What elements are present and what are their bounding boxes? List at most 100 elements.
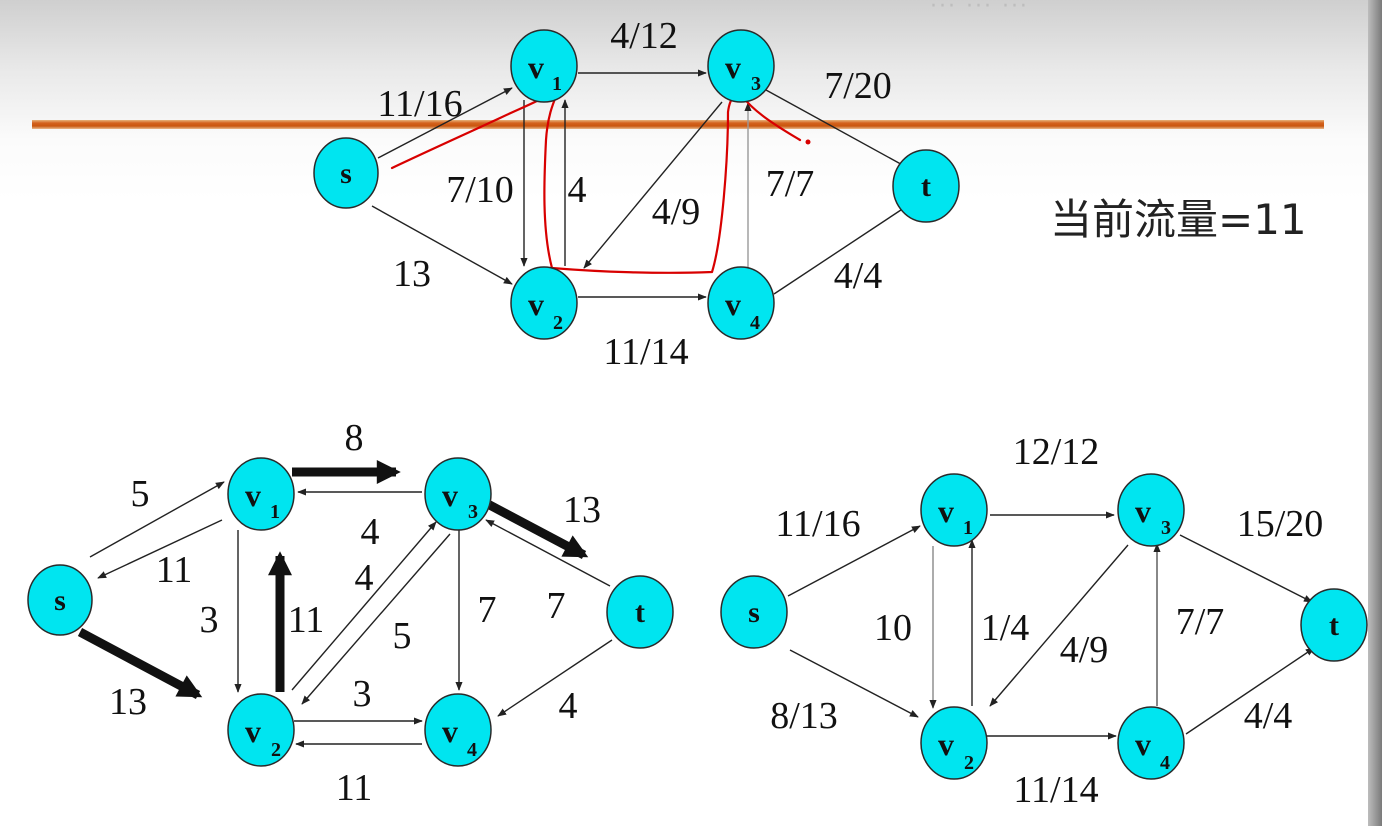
residual-node-v4: v 4 (424, 693, 492, 767)
top-edge-v3-t (765, 89, 909, 169)
top-label-v3-v2: 4/9 (652, 191, 701, 233)
result-label-v1-v2: 10 (874, 607, 912, 649)
residual-edge-v3-v2 (301, 533, 451, 705)
svg-text:4: 4 (1160, 752, 1170, 774)
svg-text:v: v (938, 726, 954, 762)
top-graph: 11/16 13 4/12 7/10 4 4/9 7/7 7/20 11/14 … (313, 15, 960, 373)
result-label-v4-t: 4/4 (1244, 695, 1293, 737)
svg-text:2: 2 (964, 752, 974, 774)
svg-text:3: 3 (468, 501, 478, 523)
svg-text:4: 4 (467, 739, 477, 761)
top-nodes: s v 1 v 3 t v (313, 29, 960, 340)
result-graph: 11/16 8/13 12/12 10 1/4 4/9 7/7 15/20 11… (720, 431, 1368, 811)
svg-text:s: s (748, 596, 760, 629)
svg-text:v: v (442, 477, 458, 513)
residual-label-v3-v2: 5 (393, 615, 412, 657)
residual-label-v3-v1: 4 (361, 511, 380, 553)
result-nodes: s v 1 v 3 t v (720, 473, 1368, 780)
residual-node-t: t (606, 575, 674, 649)
residual-label-v3-t: 13 (563, 489, 601, 531)
residual-label-v2-v4: 3 (353, 673, 372, 715)
result-label-v4-v3: 7/7 (1176, 601, 1225, 643)
top-edge-v4-t (773, 203, 911, 295)
residual-label-s-v2: 13 (109, 681, 147, 723)
residual-edge-s-v1 (89, 481, 225, 558)
result-label-v2-v1: 1/4 (981, 607, 1030, 649)
result-edge-v3-t (1179, 534, 1313, 603)
residual-label-v1-s: 11 (156, 549, 193, 591)
top-label-s-v1: 11/16 (377, 83, 462, 125)
svg-text:s: s (54, 584, 66, 617)
top-label-v2-v4: 11/14 (603, 331, 688, 373)
residual-edge-t-v4 (497, 639, 613, 717)
top-label-v2-v1: 4 (568, 169, 587, 211)
svg-text:1: 1 (552, 73, 562, 95)
svg-text:1: 1 (270, 501, 280, 523)
svg-text:v: v (442, 713, 458, 749)
svg-text:t: t (635, 596, 645, 629)
top-node-t: t (892, 149, 960, 223)
result-node-t: t (1300, 588, 1368, 662)
residual-edge-t-v3 (485, 519, 611, 587)
result-node-v3: v 3 (1117, 473, 1185, 547)
residual-label-v1-v3: 8 (345, 417, 364, 459)
result-edge-v4-t (1185, 647, 1315, 735)
top-label-v4-v3: 7/7 (766, 163, 815, 205)
result-edge-v3-v2 (989, 544, 1129, 707)
top-edge-v3-v2 (583, 101, 723, 269)
top-node-v1: v 1 (510, 29, 578, 103)
residual-label-v2-v3: 4 (355, 557, 374, 599)
top-label-v4-t: 4/4 (834, 255, 883, 297)
svg-text:2: 2 (271, 739, 281, 761)
residual-label-v4-v2: 11 (336, 767, 373, 809)
residual-node-v3: v 3 (424, 457, 492, 531)
result-node-s: s (720, 575, 788, 649)
svg-text:v: v (245, 713, 261, 749)
svg-text:2: 2 (553, 312, 563, 334)
residual-edges (77, 460, 613, 748)
result-node-v2: v 2 (920, 706, 988, 780)
top-label-v1-v2: 7/10 (446, 169, 514, 211)
top-label-s-v2: 13 (393, 253, 431, 295)
top-edges (371, 69, 911, 301)
result-label-v1-v3: 12/12 (1013, 431, 1100, 473)
annotation-dot (805, 139, 811, 145)
residual-label-v3-v4: 7 (478, 589, 497, 631)
residual-edge-labels: 5 11 13 8 4 3 11 4 5 13 7 7 4 3 11 (109, 417, 601, 809)
svg-text:v: v (725, 286, 741, 322)
top-edge-s-v1 (377, 87, 513, 159)
svg-text:v: v (1135, 493, 1151, 529)
svg-text:4: 4 (750, 312, 760, 334)
svg-text:s: s (340, 157, 352, 190)
result-label-v3-v2: 4/9 (1060, 629, 1109, 671)
svg-text:t: t (1329, 609, 1339, 642)
svg-text:v: v (938, 493, 954, 529)
divider-line (32, 120, 1324, 129)
svg-text:3: 3 (751, 73, 761, 95)
top-label-v3-t: 7/20 (824, 65, 892, 107)
residual-graph: 5 11 13 8 4 3 11 4 5 13 7 7 4 3 11 s (27, 417, 674, 809)
residual-label-s-v1: 5 (131, 473, 150, 515)
result-label-s-v2: 8/13 (770, 695, 838, 737)
residual-node-s: s (27, 564, 93, 636)
result-label-s-v1: 11/16 (775, 503, 860, 545)
residual-label-t-v4: 4 (559, 685, 578, 727)
result-edge-labels: 11/16 8/13 12/12 10 1/4 4/9 7/7 15/20 11… (770, 431, 1323, 811)
top-node-v3: v 3 (707, 29, 775, 103)
residual-label-t-v3: 7 (547, 585, 566, 627)
top-edge-s-v2 (371, 205, 513, 285)
result-edges (787, 511, 1315, 740)
residual-node-v2: v 2 (227, 693, 295, 767)
svg-text:v: v (725, 49, 741, 85)
svg-text:v: v (528, 49, 544, 85)
svg-text:1: 1 (963, 517, 973, 539)
top-node-v2: v 2 (510, 266, 578, 340)
result-node-v4: v 4 (1117, 706, 1185, 780)
result-label-v3-t: 15/20 (1237, 503, 1324, 545)
svg-text:v: v (245, 477, 261, 513)
residual-edge-v1-s (97, 519, 223, 579)
current-flow-label: 当前流量=11 (1050, 195, 1307, 244)
window-edge (1368, 0, 1382, 826)
residual-edge-v2-v3 (291, 521, 437, 691)
